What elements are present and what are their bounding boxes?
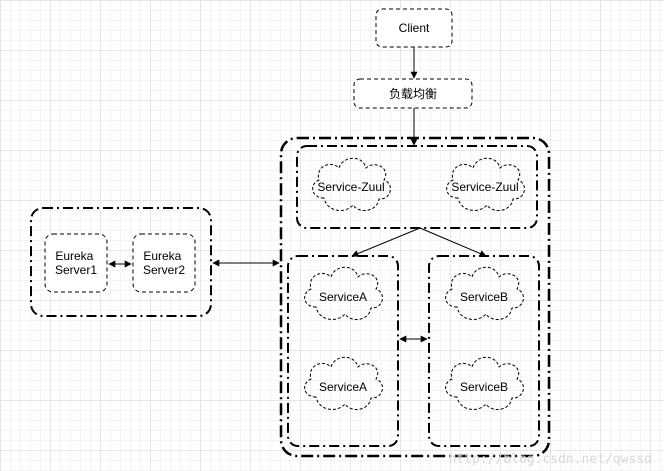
service-b-1-label: ServiceB bbox=[460, 290, 508, 304]
service-a-group bbox=[287, 255, 399, 447]
arrow-zuul-to-service-a bbox=[351, 227, 421, 257]
arrow-zuul-to-service-b bbox=[419, 227, 487, 257]
load-balancer-box bbox=[353, 78, 473, 109]
zuul-1-label: Service-Zuul bbox=[317, 180, 384, 194]
watermark: http://blog.csdn.net/qwssd bbox=[449, 452, 653, 467]
load-balancer-label: 负载均衡 bbox=[389, 87, 437, 101]
eureka-1-line-2: Server1 bbox=[55, 263, 97, 277]
zuul-2-label: Service-Zuul bbox=[451, 180, 518, 194]
zuul-group bbox=[296, 145, 538, 229]
service-b-2-label: ServiceB bbox=[460, 380, 508, 394]
client-label: Client bbox=[399, 21, 430, 35]
svg-text:Eureka Server2: Eureka Server2 bbox=[143, 249, 185, 277]
eureka-2-line-1: Eureka bbox=[143, 249, 181, 263]
service-a-1-label: ServiceA bbox=[319, 290, 367, 304]
eureka-2-line-2: Server2 bbox=[143, 263, 185, 277]
eureka-group bbox=[30, 207, 212, 317]
svg-text:Eureka Server1: Eureka Server1 bbox=[55, 249, 97, 277]
gateway-cluster-group bbox=[279, 136, 551, 458]
service-b-group bbox=[428, 255, 540, 447]
eureka-server-2-box bbox=[132, 233, 196, 293]
service-a-2-label: ServiceA bbox=[319, 380, 367, 394]
eureka-1-line-1: Eureka bbox=[55, 249, 93, 263]
eureka-server-1-box bbox=[44, 233, 108, 293]
